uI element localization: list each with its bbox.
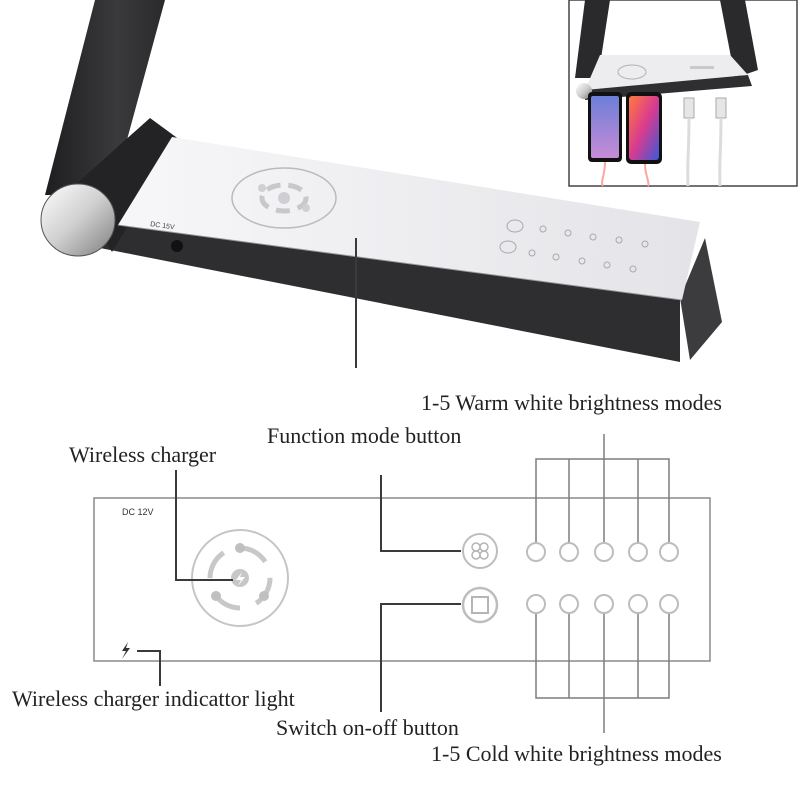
cold-mode-4-button[interactable] bbox=[628, 594, 648, 614]
cold-mode-1-button[interactable] bbox=[526, 594, 546, 614]
warm-mode-1-button[interactable] bbox=[526, 542, 546, 562]
cold-mode-2-button[interactable] bbox=[559, 594, 579, 614]
warm-white-buttons[interactable] bbox=[526, 542, 679, 562]
photo-touch-buttons bbox=[499, 219, 649, 273]
switch-button-label: Switch on-off button bbox=[276, 715, 459, 740]
photo-wireless-charger bbox=[231, 167, 337, 229]
brightness-bracket-lines bbox=[535, 434, 670, 733]
warm-modes-label: 1-5 Warm white brightness modes bbox=[421, 390, 722, 415]
lamp-base-end bbox=[680, 238, 722, 360]
leader-lines bbox=[137, 470, 461, 712]
lightning-icon bbox=[122, 642, 130, 659]
warm-mode-2-button[interactable] bbox=[559, 542, 579, 562]
function-button-label: Function mode button bbox=[267, 423, 462, 448]
warm-mode-5-button[interactable] bbox=[659, 542, 679, 562]
lamp-knob bbox=[40, 183, 116, 257]
leader-switch-button bbox=[380, 603, 461, 712]
panel-dc-label: DC 12V bbox=[122, 507, 154, 517]
square-power-icon[interactable] bbox=[461, 586, 499, 624]
leader-wireless-charger bbox=[175, 470, 233, 581]
wireless-charger-label: Wireless charger bbox=[69, 442, 217, 467]
leader-indicator-light bbox=[137, 650, 161, 686]
lamp-base-front bbox=[100, 222, 680, 362]
indicator-light-label: Wireless charger indicattor light bbox=[12, 686, 295, 711]
warm-mode-3-button[interactable] bbox=[594, 542, 614, 562]
lamp-photo: DC 15V bbox=[40, 0, 722, 368]
inset-photo bbox=[568, 0, 798, 187]
warm-mode-4-button[interactable] bbox=[628, 542, 648, 562]
cold-mode-3-button[interactable] bbox=[594, 594, 614, 614]
photo-dc-label: DC 15V bbox=[150, 221, 176, 231]
cold-white-buttons[interactable] bbox=[526, 594, 679, 614]
cold-mode-5-button[interactable] bbox=[659, 594, 679, 614]
dc-port bbox=[171, 240, 183, 252]
leader-function-button bbox=[380, 475, 461, 552]
wireless-charging-icon bbox=[191, 529, 289, 627]
four-petal-icon[interactable] bbox=[462, 533, 498, 569]
cold-modes-label: 1-5 Cold white brightness modes bbox=[431, 741, 722, 766]
lamp-arm bbox=[45, 0, 165, 195]
